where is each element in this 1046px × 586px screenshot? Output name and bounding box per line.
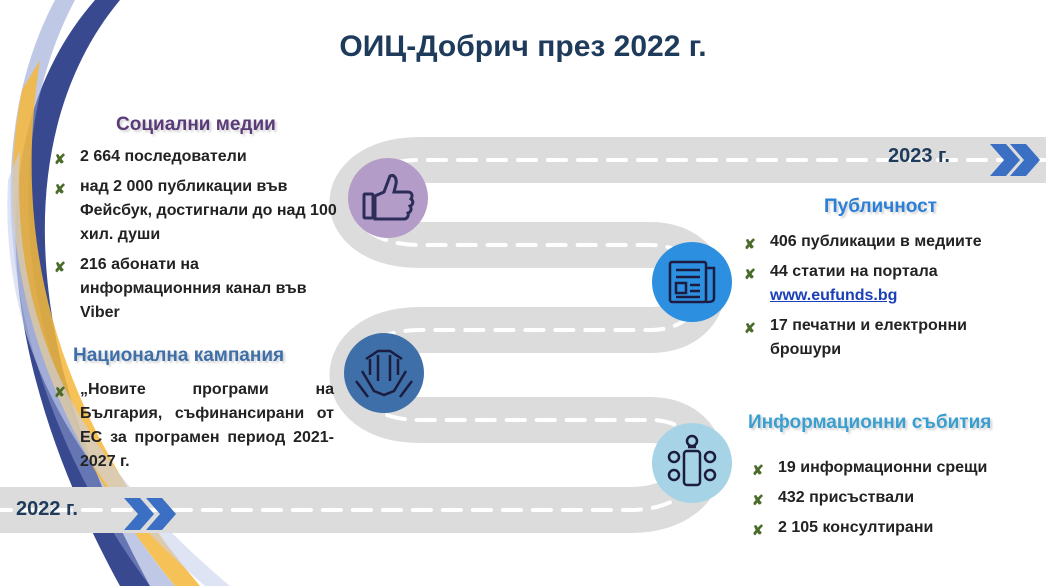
meeting-table-icon [667,434,717,487]
events-circle [652,423,732,503]
bullet-icon: ✘ [54,181,66,197]
bullet-icon: ✘ [744,266,756,282]
list-item: ✘2 664 последователи [52,145,342,169]
social-list: ✘2 664 последователи ✘над 2 000 публикац… [52,145,342,331]
national-circle [344,333,424,413]
bullet-icon: ✘ [54,151,66,167]
eufunds-link[interactable]: www.eufunds.bg [770,287,898,304]
publicity-list: ✘406 публикации в медиите ✘44 статии на … [742,230,1032,368]
national-list: ✘„Новите програми на България, съфинанси… [52,378,334,480]
year-start-label: 2022 г. [16,498,78,520]
swoosh-navy [15,0,151,586]
year-end-label: 2023 г. [888,145,950,167]
list-item: ✘216 абонати на информационния канал във… [54,256,307,321]
bullet-icon: ✘ [744,236,756,252]
list-item: ✘406 публикации в медиите [742,230,1032,254]
bullet-icon: ✘ [752,522,764,538]
publicity-title: Публичност [824,196,937,217]
bullet-icon: ✘ [744,320,756,336]
list-item: ✘17 печатни и електронни брошури [744,317,967,358]
events-list: ✘19 информационни срещи ✘432 присъствали… [750,456,1030,546]
bullet-icon: ✘ [54,384,66,400]
national-title: Национална кампания [73,345,285,366]
list-item: ✘над 2 000 публикации във Фейсбук, дости… [54,178,337,243]
thumbs-up-icon [362,174,415,221]
arrow-end-icon [990,144,1040,176]
list-item: ✘„Новите програми на България, съфинанси… [54,381,334,470]
bullet-icon: ✘ [752,462,764,478]
arrow-start-icon [124,498,176,530]
list-item: ✘2 105 консултирани [750,516,1030,540]
social-circle [348,158,428,238]
bullet-icon: ✘ [54,259,66,275]
events-title: Информационни събития [748,412,992,433]
swoosh-light [10,0,175,586]
page-title: ОИЦ-Добрич през 2022 г. [339,30,707,63]
hands-together-icon [355,349,413,398]
social-title: Социални медии [116,114,276,135]
swoosh-pale [7,150,230,586]
list-item: ✘432 присъствали [750,486,1030,510]
list-item: ✘19 информационни срещи [750,456,1030,480]
publicity-circle [652,242,732,322]
newspaper-icon [668,260,716,304]
bullet-icon: ✘ [752,492,764,508]
